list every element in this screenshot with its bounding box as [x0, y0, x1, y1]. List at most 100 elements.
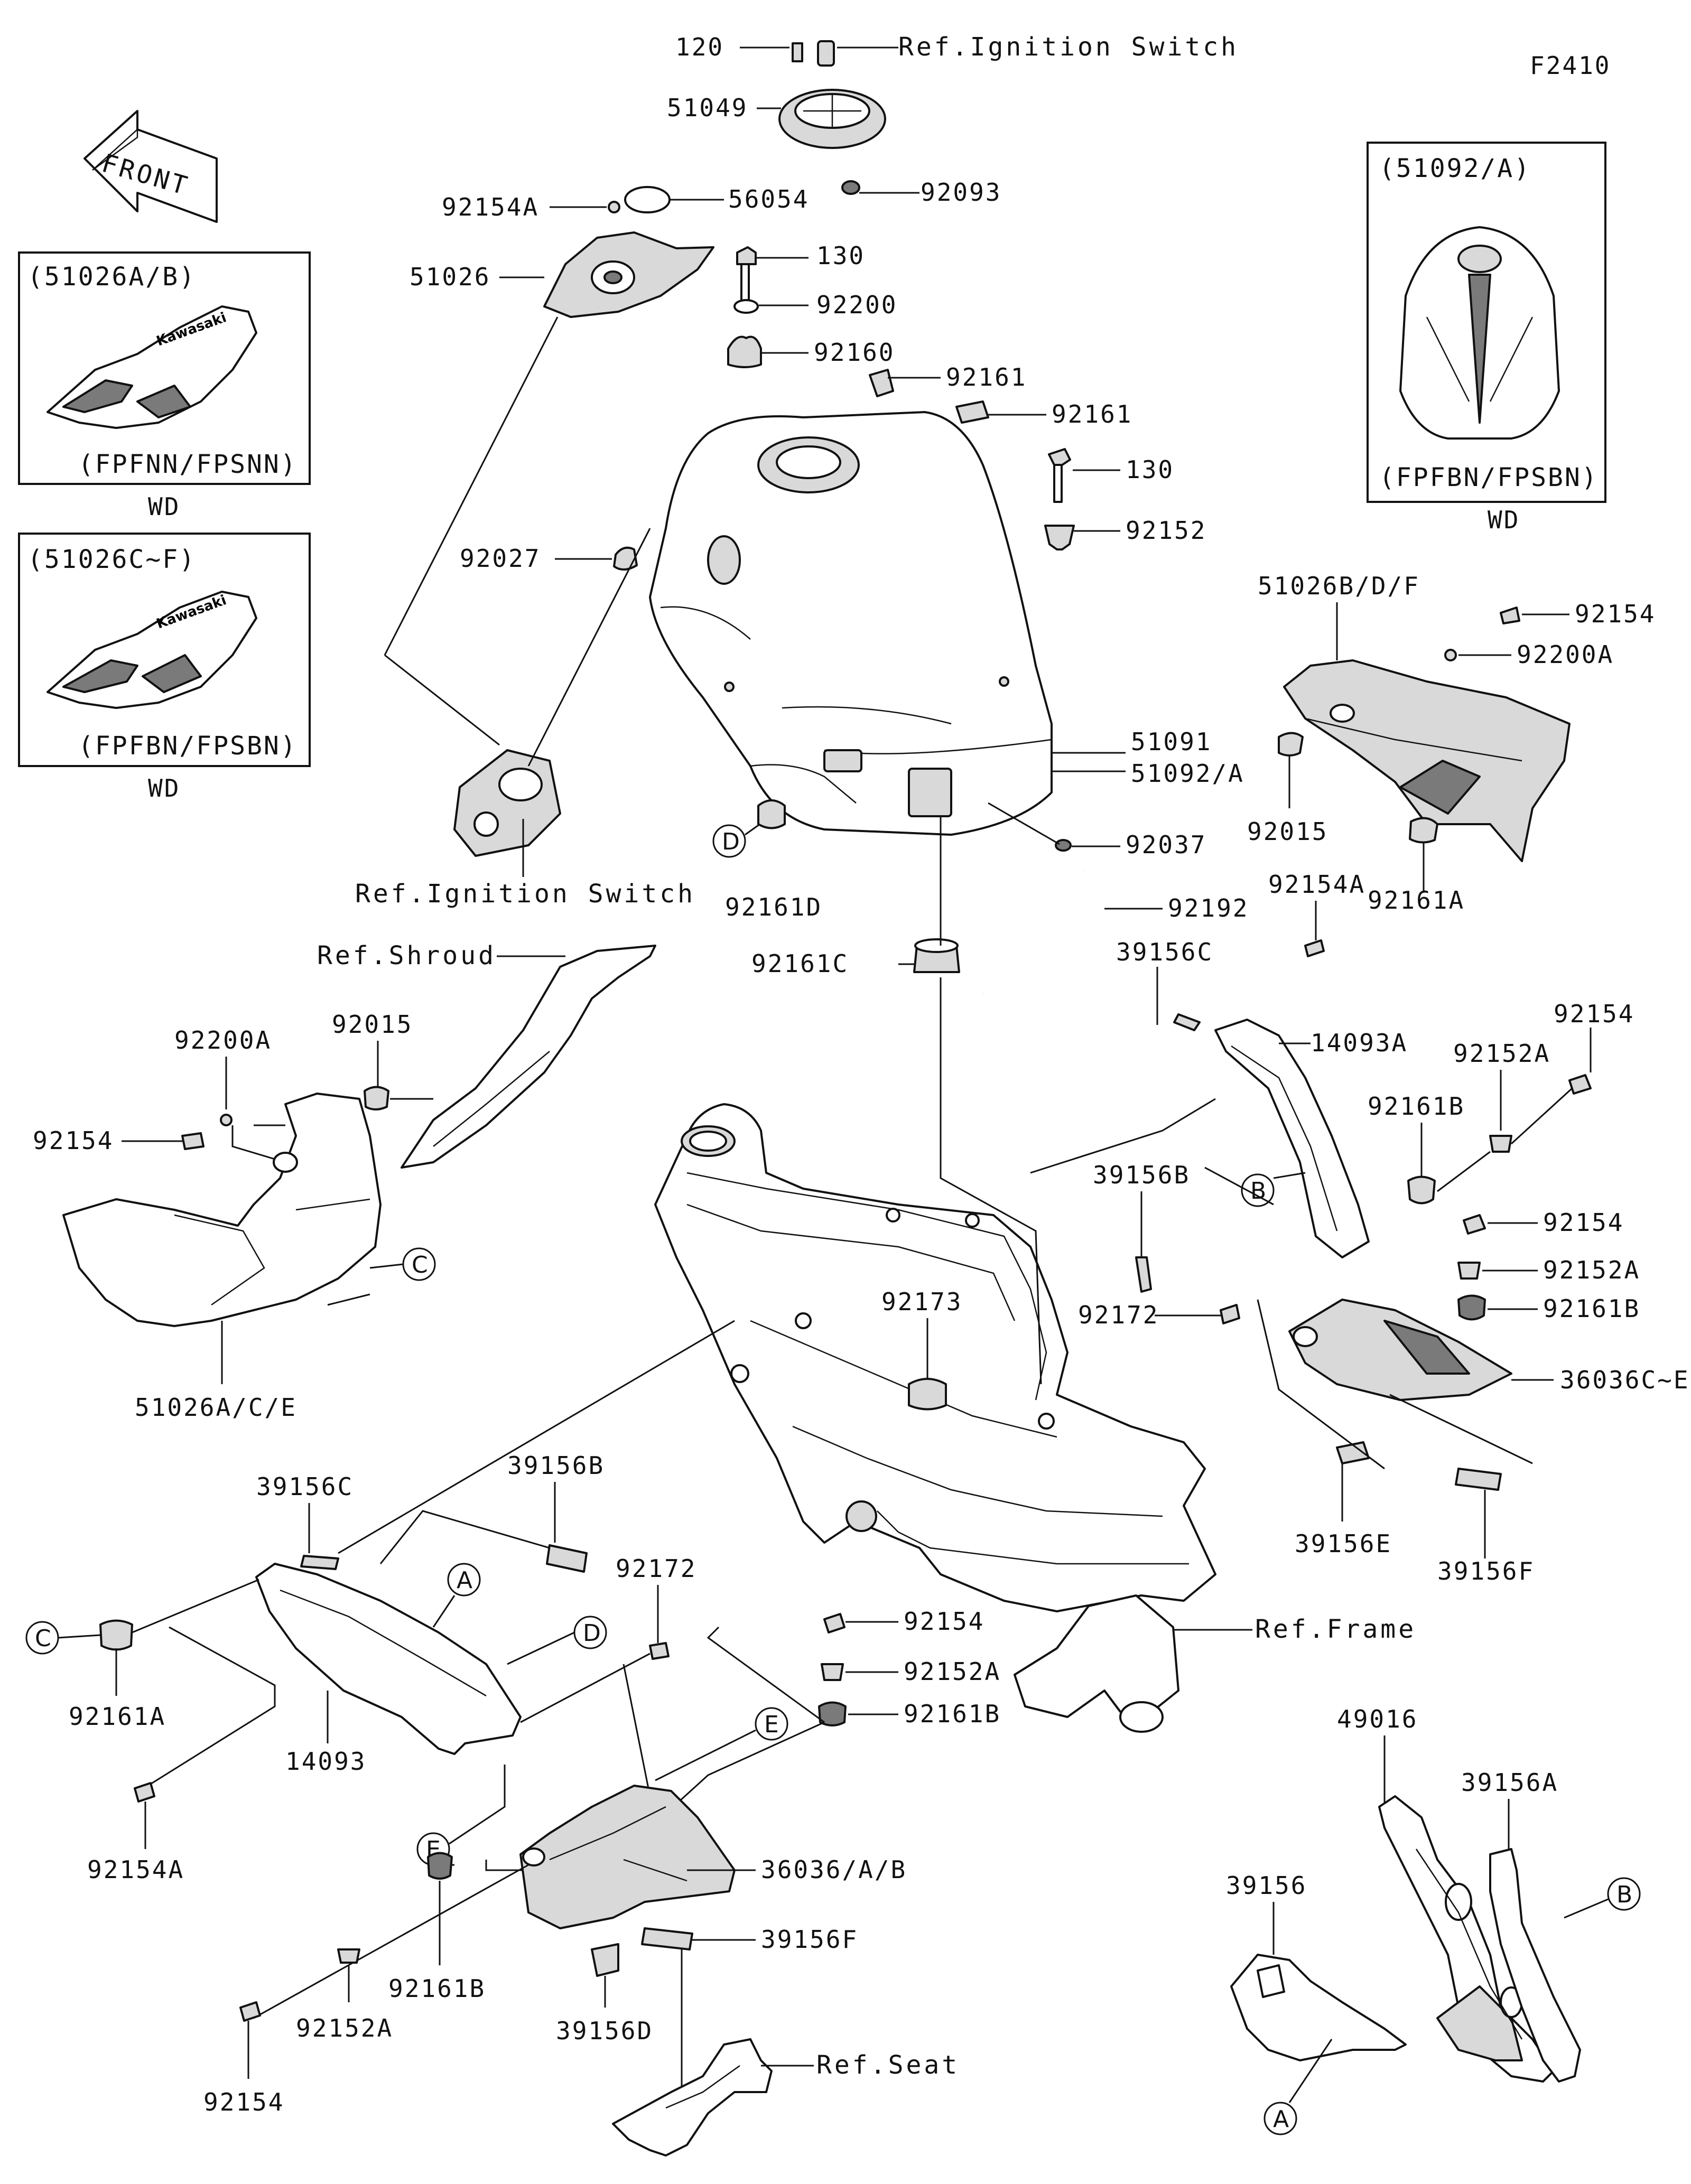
shroud-14093A: [1214, 1019, 1370, 1258]
frame-ref-icon: [654, 1103, 1216, 1733]
callout-39156B-l: 39156B: [507, 1451, 605, 1480]
ref-ignition-switch-top: Ref.Ignition Switch: [898, 32, 1239, 62]
callout-92160: 92160: [814, 338, 895, 367]
callout-14093: 14093: [285, 1747, 366, 1776]
callout-92015-r: 92015: [1247, 817, 1328, 846]
collar-92152A-c-icon: [821, 1663, 844, 1681]
seal-92093-icon: [841, 180, 860, 195]
side-cover-decal-b-illustration: Kawasaki: [47, 591, 257, 709]
fuel-cap-assembly: [608, 40, 886, 213]
marker-B-label-bl: B: [1616, 1881, 1632, 1908]
callout-92161B-r1: 92161B: [1368, 1092, 1465, 1121]
pad-39156B-l-icon: [546, 1544, 588, 1573]
callout-49016: 49016: [1337, 1705, 1418, 1733]
collar-92152A-bl-icon: [337, 1948, 360, 1964]
callout-130-b: 130: [1126, 455, 1174, 484]
inset-a-models: (FPFNN/FPSNN): [78, 450, 298, 479]
damper-92161B-r2-icon: [1457, 1294, 1486, 1321]
damper-92161B-bl-icon: [427, 1852, 453, 1880]
marker-A-circle-l: [447, 1563, 481, 1597]
callout-39156A: 39156A: [1461, 1768, 1558, 1797]
callout-36036-A-B: 36036/A/B: [761, 1855, 907, 1884]
marker-B-label-r: B: [1250, 1178, 1266, 1205]
marker-B-circle-bl: [1607, 1877, 1641, 1911]
callout-92154-bl: 92154: [203, 2088, 284, 2116]
callout-92152A-bl: 92152A: [296, 2014, 393, 2042]
front-arrow-icon: FRONT: [83, 110, 218, 223]
callout-92172-l: 92172: [616, 1554, 696, 1583]
callout-92015-l: 92015: [332, 1010, 413, 1039]
damper-92161-icon: [955, 400, 989, 424]
collar-92152A-r2-icon: [1457, 1262, 1481, 1280]
bolt-92172-l-icon: [649, 1642, 670, 1660]
bolt-130b-icon: [1048, 448, 1071, 466]
callout-39156F-c: 39156F: [761, 1925, 858, 1954]
inset-51026C-F: (51026C~F) Kawasaki (FPFBN/FPSBN): [18, 533, 311, 767]
callout-92037: 92037: [1126, 830, 1206, 859]
callout-39156D: 39156D: [556, 2017, 653, 2045]
callout-92154-l1: 92154: [33, 1126, 114, 1155]
bolt-92154-l1-icon: [181, 1132, 205, 1150]
callout-51026B-D-F: 51026B/D/F: [1258, 572, 1420, 600]
callout-92161D: 92161D: [725, 893, 822, 921]
damper-92161A-l-icon: [99, 1619, 133, 1651]
ignition-key-cylinder-icon: [817, 40, 835, 67]
marker-D-label: D: [722, 828, 740, 855]
callout-92161A-r: 92161A: [1368, 886, 1465, 914]
collar-92015-r-icon: [1278, 732, 1304, 757]
callout-92192: 92192: [1168, 894, 1249, 922]
inset-c-title: (51092/A): [1379, 154, 1531, 183]
marker-E-circle-c: [755, 1707, 788, 1741]
marker-B-circle-r: [1241, 1173, 1275, 1207]
bolt-92154-r1-icon: [1500, 606, 1520, 624]
collar-92152-icon: [1044, 525, 1075, 550]
stopper-92027-icon: [613, 546, 638, 571]
callout-92152: 92152: [1126, 516, 1206, 545]
ref-shroud: Ref.Shroud: [317, 941, 496, 970]
tank-bracket: [908, 768, 952, 817]
hardware-stack-upper: [727, 246, 1075, 550]
bolt-92154-r3-icon: [1463, 1214, 1486, 1235]
bracket-92161-icon: [869, 369, 894, 397]
callout-51092-A: 51092/A: [1131, 759, 1244, 788]
inset-51026A-B: (51026A/B) Kawasaki (FPFNN/FPSNN): [18, 251, 311, 485]
callout-92154A-top: 92154A: [442, 193, 539, 221]
inset-b-market: WD: [148, 774, 180, 802]
callout-92161-a: 92161: [946, 363, 1027, 391]
pad-39156A-illustration: [1489, 1848, 1581, 2083]
pad-39156E-icon: [1336, 1441, 1370, 1464]
callout-92152A-r1: 92152A: [1453, 1039, 1550, 1068]
callout-92154A-mr: 92154A: [1268, 870, 1365, 899]
callout-51026: 51026: [410, 263, 490, 291]
bolt-120-icon: [792, 42, 803, 62]
callout-92152A-c: 92152A: [904, 1657, 1001, 1686]
bolt-92154A-l-icon: [134, 1782, 155, 1803]
inset-b-models: (FPFBN/FPSBN): [78, 731, 298, 761]
callout-39156: 39156: [1226, 1871, 1307, 1900]
callout-92200A-r: 92200A: [1517, 640, 1614, 669]
washer-92200A-r-icon: [1444, 649, 1457, 661]
pad-39156-illustration: [1230, 1954, 1407, 2061]
shroud-ref-icon: [401, 945, 656, 1169]
o-ring-56054-icon: [624, 186, 671, 213]
screw-92154A-icon: [608, 201, 620, 213]
bolt-92154-c-icon: [823, 1613, 846, 1634]
grommet-92160-icon: [727, 335, 762, 368]
callout-92152A-r2: 92152A: [1543, 1256, 1640, 1284]
marker-A-label-bl: A: [1273, 2106, 1289, 2133]
ignition-switch-ref-icon: [453, 749, 561, 857]
marker-D-circle: [712, 824, 746, 858]
bolt-92154-bl-icon: [239, 2001, 261, 2022]
clamp-92173-icon: [908, 1378, 947, 1411]
collar-92152A-r1-icon: [1489, 1135, 1512, 1153]
callout-92161C: 92161C: [751, 949, 849, 978]
damper-92161D-icon: [757, 799, 786, 829]
figure-code: F2410: [1530, 51, 1611, 80]
hose-92192-icon: [982, 871, 1105, 994]
pad-39156C-r-icon: [1173, 1013, 1201, 1031]
callout-92161B-bl: 92161B: [388, 1974, 486, 2003]
inset-c-models: (FPFBN/FPSBN): [1379, 463, 1599, 492]
side-cover-decal-a-illustration: Kawasaki: [47, 305, 257, 429]
callout-92154-r1: 92154: [1575, 600, 1656, 628]
